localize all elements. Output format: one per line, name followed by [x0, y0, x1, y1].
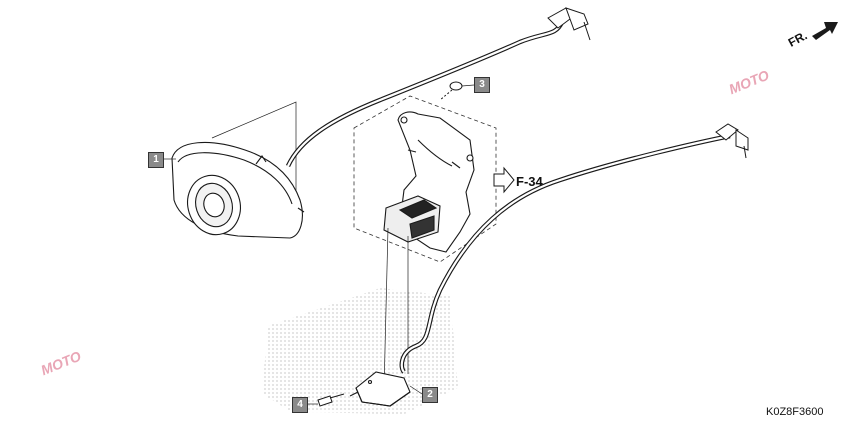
stipple-area-lower	[262, 288, 458, 414]
bolt-3	[439, 81, 463, 101]
hollow-arrow-icon	[493, 166, 515, 194]
bracket-dashed-box	[353, 95, 497, 263]
callout-1: 1	[148, 152, 164, 168]
connector-top	[547, 7, 591, 41]
mounting-bracket	[383, 111, 475, 253]
part-code: K0Z8F3600	[766, 406, 824, 418]
reference-label: F-34	[516, 174, 543, 189]
headlight-unit	[171, 141, 305, 239]
callout-2: 2	[422, 387, 438, 403]
front-arrow-icon	[812, 22, 838, 40]
callout-4: 4	[292, 397, 308, 413]
screw-4	[317, 393, 345, 407]
connector-right	[715, 123, 749, 159]
control-module	[349, 371, 411, 407]
callout-3: 3	[474, 77, 490, 93]
